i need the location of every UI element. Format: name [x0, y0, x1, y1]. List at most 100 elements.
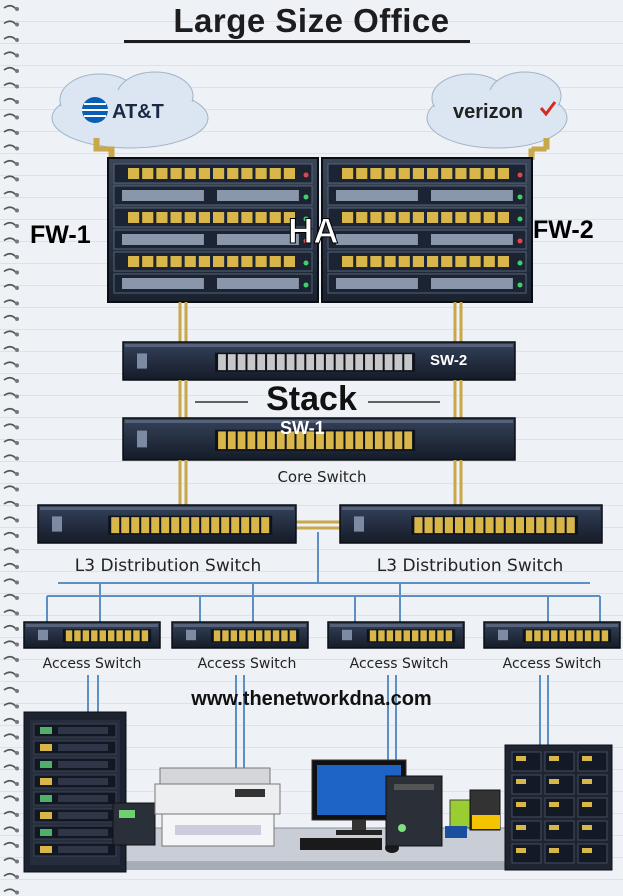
spiral-ring: [3, 35, 17, 41]
spiral-ring: [3, 593, 17, 599]
firewall-port: [384, 168, 396, 179]
firewall-port: [255, 168, 267, 179]
firewall-port: [398, 256, 410, 267]
switch-mgmt-port: [186, 629, 196, 641]
firewall-led: [303, 260, 309, 266]
switch-highlight: [125, 344, 513, 347]
spiral-hole: [15, 394, 19, 399]
spiral-ring: [3, 547, 17, 553]
switch-port: [296, 354, 305, 371]
switch-port: [91, 630, 98, 642]
spiral-hole: [15, 7, 19, 11]
spiral-hole: [15, 84, 19, 89]
spiral-ring: [3, 206, 17, 212]
drive-bay: [544, 797, 575, 818]
switch-port: [237, 431, 246, 450]
firewall-led: [517, 216, 523, 222]
access-switch-4: [483, 621, 621, 649]
switch-port: [384, 431, 393, 450]
spiral-ring: [3, 144, 17, 150]
switch-port: [414, 517, 423, 534]
switch-mgmt-port: [342, 629, 352, 641]
switch-port: [191, 517, 200, 534]
switch-port: [82, 630, 90, 642]
switch-port: [255, 630, 263, 642]
switch-port: [213, 630, 221, 642]
spiral-ring: [3, 51, 17, 57]
server-rack-left: [23, 711, 127, 873]
rack-unit-bay: [58, 829, 108, 836]
spiral-ring: [3, 640, 17, 646]
spiral-hole: [15, 456, 19, 461]
drive-led: [516, 848, 526, 853]
firewall-card: [431, 278, 513, 289]
switch-port: [386, 630, 394, 642]
firewall-port: [170, 256, 182, 267]
drive-led: [516, 825, 526, 830]
switch-port: [121, 517, 130, 534]
drive-led: [549, 848, 559, 853]
firewall-port: [412, 256, 424, 267]
drive-bay: [577, 797, 608, 818]
rack-unit-led: [40, 846, 52, 853]
spiral-hole: [15, 193, 19, 197]
spiral-hole: [15, 611, 19, 616]
switch-port: [65, 630, 73, 642]
switch-port: [201, 517, 210, 534]
switch-port: [325, 431, 334, 450]
spiral-ring: [3, 671, 17, 677]
spiral-ring: [3, 252, 17, 258]
switch-port: [227, 354, 236, 371]
spiral-ring: [3, 733, 17, 739]
switch-port: [395, 630, 402, 642]
switch-port: [151, 517, 160, 534]
firewall-port: [455, 256, 467, 267]
firewall-port: [469, 256, 481, 267]
drive-bay: [511, 797, 542, 818]
switch-port: [133, 630, 140, 642]
switch-port: [111, 517, 120, 534]
spiral-hole: [15, 38, 19, 42]
firewall-port: [142, 168, 154, 179]
spiral-ring: [3, 764, 17, 770]
drive-led: [582, 848, 592, 853]
firewall-port: [497, 256, 509, 267]
firewall-port: [427, 168, 439, 179]
firewall-port: [356, 212, 368, 223]
spiral-hole: [15, 162, 19, 166]
spiral-ring: [3, 113, 17, 119]
firewall-port: [156, 168, 168, 179]
switch-mgmt-port: [498, 629, 508, 641]
spiral-hole: [15, 704, 19, 709]
spiral-ring: [3, 221, 17, 227]
distribution-switch-left: [37, 504, 297, 544]
spiral-hole: [15, 410, 19, 414]
drive-led: [582, 802, 592, 807]
access-caption-1: Access Switch: [42, 656, 142, 672]
switch-port: [465, 517, 474, 534]
core-switch-sw1: [122, 417, 516, 461]
firewall-port: [213, 168, 225, 179]
firewall-port: [184, 168, 196, 179]
rack-unit-bay: [58, 761, 108, 768]
drive-led: [582, 779, 592, 784]
fw1-label: FW-1: [30, 221, 91, 249]
switch-port: [239, 630, 246, 642]
drive-bay: [544, 820, 575, 841]
spiral-ring: [3, 361, 17, 367]
spiral-hole: [15, 673, 19, 678]
firewall-port: [227, 168, 239, 179]
drive-bay: [511, 774, 542, 795]
spiral-hole: [15, 301, 19, 306]
switch-port: [218, 431, 226, 450]
drive-bay: [577, 820, 608, 841]
firewall-port: [455, 212, 467, 223]
spiral-hole: [15, 348, 19, 352]
spiral-hole: [15, 146, 19, 151]
spiral-hole: [15, 782, 19, 786]
switch-port: [171, 517, 180, 534]
drive-bay: [511, 843, 542, 864]
firewall-port: [269, 168, 281, 179]
switch-port: [567, 630, 575, 642]
drive-bay: [577, 751, 608, 772]
